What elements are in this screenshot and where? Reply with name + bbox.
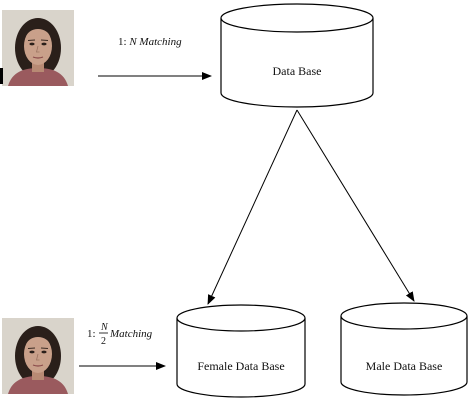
male-database-cylinder: Male Data Base xyxy=(340,302,468,396)
arrow-to-male-db xyxy=(296,109,415,302)
face-photo-top xyxy=(1,9,75,87)
svg-text:N: N xyxy=(100,322,109,333)
database-label: Data Base xyxy=(273,64,322,78)
database-cylinder: Data Base xyxy=(220,3,374,108)
svg-text:1:: 1: xyxy=(87,328,96,340)
face-photo-bottom xyxy=(1,317,75,395)
top-matching-label: 1: N Matching xyxy=(118,36,182,48)
svg-text:Matching: Matching xyxy=(109,328,153,340)
svg-text:2: 2 xyxy=(101,336,106,347)
female-database-cylinder: Female Data Base xyxy=(176,304,306,398)
arrow-to-female-db xyxy=(207,109,298,305)
bottom-matching-label: 1: N 2 Matching xyxy=(87,322,153,347)
female-database-label: Female Data Base xyxy=(197,359,284,373)
male-database-label: Male Data Base xyxy=(366,359,443,373)
photo-edge-mark xyxy=(0,68,3,84)
